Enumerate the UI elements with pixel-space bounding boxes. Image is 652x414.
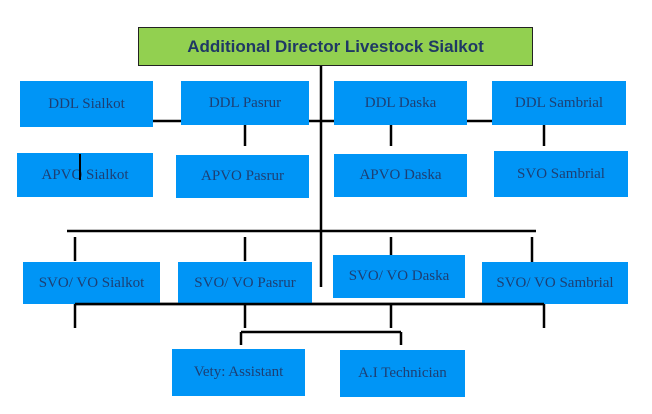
node-apvo-sialkot: APVO Sialkot bbox=[17, 153, 153, 197]
node-svo-vo-pasrur: SVO/ VO Pasrur bbox=[178, 262, 312, 304]
node-svo-vo-sialkot: SVO/ VO Sialkot bbox=[23, 262, 160, 304]
node-apvo-pasrur: APVO Pasrur bbox=[176, 155, 309, 198]
node-ddl-sambrial: DDL Sambrial bbox=[492, 81, 626, 125]
node-ddl-sialkot: DDL Sialkot bbox=[20, 81, 153, 127]
node-apvo-daska: APVO Daska bbox=[334, 154, 467, 197]
node-ddl-daska: DDL Daska bbox=[334, 81, 467, 125]
node-svo-vo-sambrial: SVO/ VO Sambrial bbox=[482, 262, 628, 304]
node-svo-vo-daska: SVO/ VO Daska bbox=[333, 255, 465, 298]
head-node: Additional Director Livestock Sialkot bbox=[138, 27, 533, 66]
node-ddl-pasrur: DDL Pasrur bbox=[181, 81, 309, 125]
node-svo-sambrial: SVO Sambrial bbox=[494, 151, 628, 197]
node-vety-assistant: Vety: Assistant bbox=[172, 349, 305, 396]
node-ai-technician: A.I Technician bbox=[340, 350, 465, 397]
